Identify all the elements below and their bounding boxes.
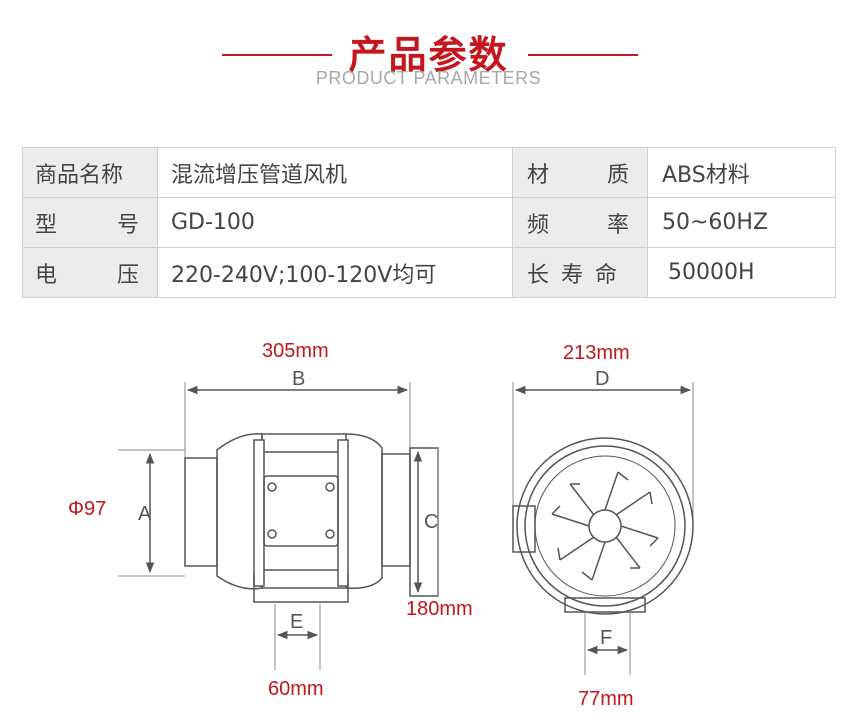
dim-value-e: 60mm: [268, 678, 324, 700]
dim-value-a: Φ97: [68, 498, 107, 520]
dim-letter-f: F: [600, 627, 612, 649]
dim-value-f: 77mm: [578, 688, 634, 710]
param-value-voltage: 220-240V;100-120V均可: [157, 247, 513, 298]
table-row: 型号 GD-100 频率 50~60HZ: [22, 197, 836, 248]
section-header: 产品参数 PRODUCT PARAMETERS: [0, 14, 857, 94]
table-row: 商品名称 混流增压管道风机 材质 ABS材料: [22, 147, 836, 198]
dim-value-c: 180mm: [406, 598, 473, 620]
dim-letter-c: C: [424, 511, 438, 533]
param-label-frequency: 频率: [512, 197, 648, 248]
title-rule-left: [222, 54, 332, 56]
front-view: [512, 382, 694, 675]
param-value-frequency: 50~60HZ: [647, 197, 836, 248]
param-value-lifespan: 50000H: [647, 247, 836, 298]
parameters-table: 商品名称 混流增压管道风机 材质 ABS材料 型号 GD-100 频率 50~6…: [22, 147, 836, 298]
title-rule-right: [528, 54, 638, 56]
param-label-voltage: 电压: [22, 247, 158, 298]
dim-letter-b: B: [292, 368, 305, 390]
param-value-material: ABS材料: [647, 147, 836, 198]
page-title: 产品参数: [348, 33, 509, 77]
fan-drawing-svg: B A C E D F: [118, 368, 694, 675]
param-label-material: 材质: [512, 147, 648, 198]
param-label-product-name: 商品名称: [22, 147, 158, 198]
dim-letter-d: D: [595, 368, 609, 390]
param-value-model: GD-100: [157, 197, 513, 248]
side-view: [118, 382, 439, 670]
param-value-product-name: 混流增压管道风机: [157, 147, 513, 198]
dim-value-d: 213mm: [563, 342, 630, 364]
param-label-model: 型号: [22, 197, 158, 248]
table-row: 电压 220-240V;100-120V均可 长寿命 50000H: [22, 247, 836, 298]
dim-letter-a: A: [138, 503, 152, 525]
param-label-lifespan: 长寿命: [512, 247, 648, 298]
dim-value-b: 305mm: [262, 340, 329, 362]
dimension-drawing: B A C E D F 305mm Φ97 180mm 60mm 213mm 7…: [0, 330, 857, 721]
impeller: [534, 455, 676, 597]
dim-letter-e: E: [290, 611, 303, 633]
page-subtitle: PRODUCT PARAMETERS: [315, 68, 542, 88]
